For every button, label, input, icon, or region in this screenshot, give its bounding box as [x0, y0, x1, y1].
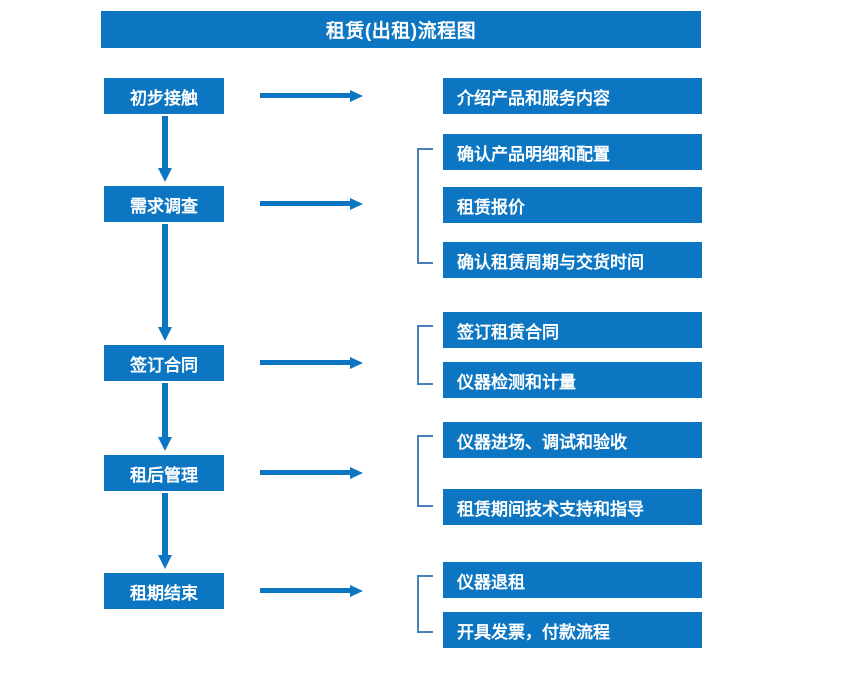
- arrow-down-icon-2: [157, 224, 173, 343]
- detail-box-1[interactable]: 介绍产品和服务内容: [443, 78, 702, 114]
- stage-box-4[interactable]: 租后管理: [104, 455, 224, 491]
- detail-box-8[interactable]: 租赁期间技术支持和指导: [443, 489, 702, 525]
- group-bracket-post-rental: [417, 435, 433, 507]
- arrow-down-icon-1: [157, 116, 173, 184]
- group-bracket-requirements: [417, 148, 433, 264]
- arrow-down-icon-3: [157, 383, 173, 453]
- detail-box-10[interactable]: 开具发票，付款流程: [443, 612, 702, 648]
- detail-box-9[interactable]: 仪器退租: [443, 562, 702, 598]
- detail-box-4[interactable]: 确认租赁周期与交货时间: [443, 242, 702, 278]
- detail-box-5[interactable]: 签订租赁合同: [443, 312, 702, 348]
- detail-box-6[interactable]: 仪器检测和计量: [443, 362, 702, 398]
- group-bracket-end-of-term: [417, 575, 433, 633]
- arrow-right-icon-4: [260, 465, 364, 481]
- detail-box-2[interactable]: 确认产品明细和配置: [443, 134, 702, 170]
- arrow-right-icon-3: [260, 355, 364, 371]
- group-bracket-contract: [417, 325, 433, 385]
- stage-box-2[interactable]: 需求调查: [104, 186, 224, 222]
- detail-box-3[interactable]: 租赁报价: [443, 187, 702, 223]
- page-title: 租赁(出租)流程图: [101, 11, 701, 48]
- stage-box-1[interactable]: 初步接触: [104, 78, 224, 114]
- arrow-right-icon-5: [260, 583, 364, 599]
- detail-box-7[interactable]: 仪器进场、调试和验收: [443, 422, 702, 458]
- arrow-right-icon-2: [260, 196, 364, 212]
- stage-box-5[interactable]: 租期结束: [104, 573, 224, 609]
- arrow-right-icon-1: [260, 88, 364, 104]
- stage-box-3[interactable]: 签订合同: [104, 345, 224, 381]
- arrow-down-icon-4: [157, 493, 173, 571]
